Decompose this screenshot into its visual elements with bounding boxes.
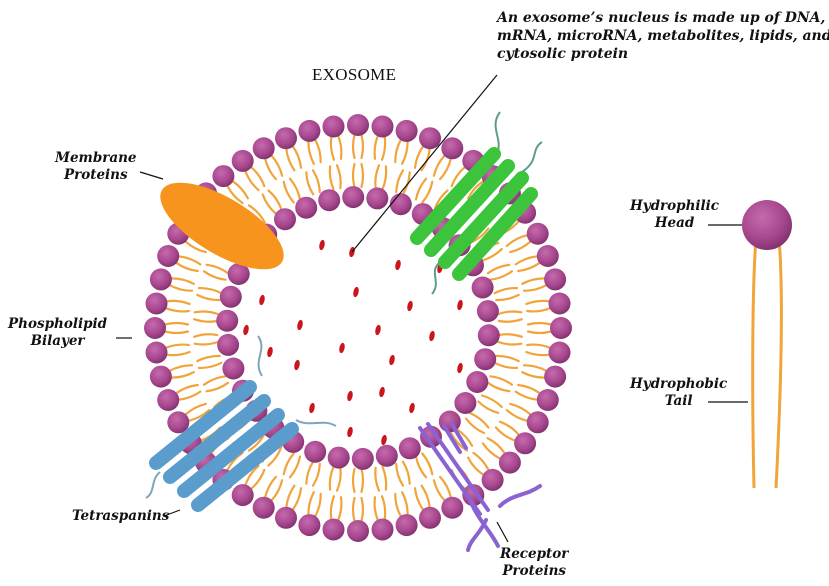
hydrophobic-tail-label-line-2: Tail (630, 393, 727, 410)
tetraspanins-label-line-1: Tetraspanins (72, 508, 169, 525)
phospholipid-bilayer-label-line-1: Phospholipid (8, 316, 107, 333)
nucleus-label-line-1: An exosome’s nucleus is made up of DNA, (497, 9, 829, 27)
nucleus-label-line-3: cytosolic protein (497, 45, 829, 63)
hydrophilic-head-label: Hydrophilic Head (630, 198, 719, 232)
membrane-proteins-label-line-1: Membrane (55, 150, 137, 167)
tetraspanins-label: Tetraspanins (72, 508, 169, 525)
diagram-title: EXOSOME (312, 66, 396, 83)
receptor-proteins-label: Receptor Proteins (500, 546, 568, 580)
hydrophobic-tail-label: Hydrophobic Tail (630, 376, 727, 410)
membrane-proteins-label: Membrane Proteins (55, 150, 137, 184)
phospholipid-bilayer-label-line-2: Bilayer (8, 333, 107, 350)
phospholipid-bilayer-label: Phospholipid Bilayer (8, 316, 107, 350)
nucleus-label-line-2: mRNA, microRNA, metabolites, lipids, and (497, 27, 829, 45)
hydrophilic-head-label-line-1: Hydrophilic (630, 198, 719, 215)
single-phospholipid (742, 200, 792, 488)
hydrophobic-tail-label-line-1: Hydrophobic (630, 376, 727, 393)
hydrophilic-head-label-line-2: Head (630, 215, 719, 232)
receptor-proteins-label-line-1: Receptor (500, 546, 568, 563)
receptor-proteins-label-line-2: Proteins (500, 563, 568, 580)
nucleus-label: An exosome’s nucleus is made up of DNA, … (497, 9, 829, 63)
membrane-proteins-label-line-2: Proteins (55, 167, 137, 184)
